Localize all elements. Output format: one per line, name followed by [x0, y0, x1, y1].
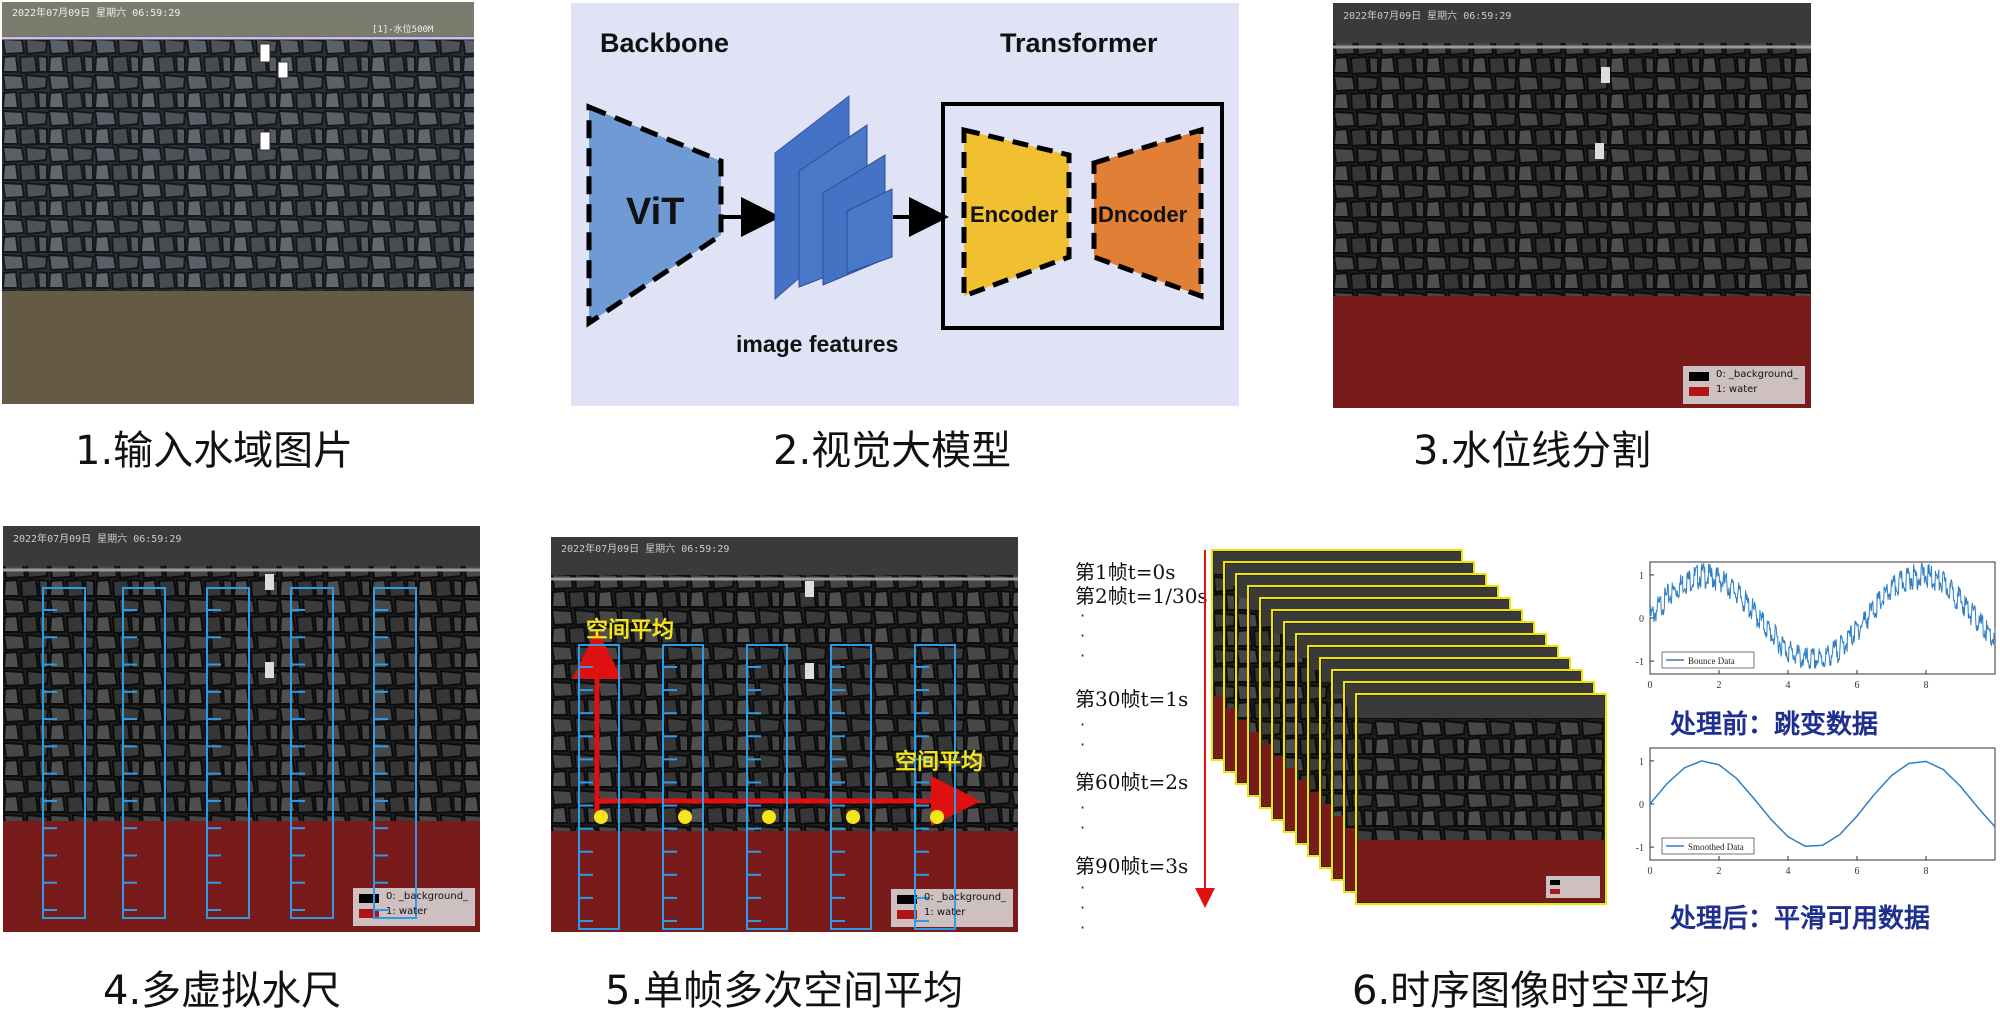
average-point-5 — [930, 810, 944, 824]
seg-legend-background: 0: _background_ — [1716, 369, 1799, 380]
legend-label: Smoothed Data — [1688, 842, 1744, 852]
y-tick-label: 1 — [1639, 757, 1644, 768]
average-point-4 — [846, 810, 860, 824]
x-tick-label: 6 — [1855, 680, 1860, 691]
spatial-legend-background: 0: _background_ — [924, 892, 1007, 903]
virtual-ruler-1 — [42, 587, 86, 919]
caption-temporal: 6.时序图像时空平均 — [1352, 968, 1711, 1014]
seg-timestamp: 2022年07月09日 星期六 06:59:29 — [1343, 11, 1512, 22]
virtual-ruler-3 — [746, 644, 788, 930]
average-point-3 — [762, 810, 776, 824]
frame-label-60: 第60帧t=2s — [1075, 770, 1189, 794]
spatial-timestamp: 2022年07月09日 星期六 06:59:29 — [561, 544, 730, 555]
segmentation-photo-svg — [1333, 3, 1811, 408]
x-tick-label: 0 — [1648, 680, 1653, 691]
frame-label-1: 第1帧t=0s — [1075, 560, 1176, 584]
x-tick-label: 2 — [1717, 866, 1722, 877]
x-tick-label: 4 — [1786, 680, 1791, 691]
frame-dots-2: ·· — [1080, 715, 1086, 754]
model-diagram-svg — [586, 94, 1224, 330]
horizontal-average-label: 空间平均 — [895, 750, 984, 775]
decoder-label: Dncoder — [1098, 202, 1188, 227]
virtual-ruler-2 — [662, 644, 704, 930]
transformer-label: Transformer — [1000, 28, 1158, 58]
spatial-legend-water: 1: water — [924, 907, 966, 918]
rulers-legend-water: 1: water — [386, 906, 428, 917]
vit-label: ViT — [626, 191, 685, 233]
transformer-box — [941, 102, 1224, 330]
video-frame-13 — [1355, 693, 1607, 905]
input-photo-svg — [2, 2, 474, 404]
virtual-ruler-4 — [290, 587, 334, 919]
image-features-label: image features — [736, 331, 899, 357]
y-tick-label: 0 — [1639, 614, 1644, 625]
rulers-timestamp: 2022年07月09日 星期六 06:59:29 — [13, 534, 182, 545]
rulers-legend-background: 0: _background_ — [386, 891, 469, 902]
x-tick-label: 8 — [1924, 866, 1929, 877]
chart-legend — [1661, 837, 1755, 855]
x-tick-label: 2 — [1717, 680, 1722, 691]
chart-legend — [1661, 651, 1755, 669]
photo-timestamp: 2022年07月09日 星期六 06:59:29 — [12, 8, 181, 19]
frame-dots-1: ··· — [1080, 606, 1086, 665]
virtual-ruler-4 — [830, 644, 872, 930]
y-tick-label: 0 — [1639, 800, 1644, 811]
caption-model: 2.视觉大模型 — [773, 428, 1012, 474]
frame-label-2: 第2帧t=1/30s — [1075, 584, 1208, 608]
encoder-label: Encoder — [970, 202, 1059, 227]
caption-spatial-average: 5.单帧多次空间平均 — [605, 968, 964, 1014]
photo-site-tag: [1]-水位500M — [372, 25, 434, 35]
spatial-average-svg — [551, 537, 1018, 932]
feature-map-4 — [846, 188, 893, 274]
x-tick-label: 4 — [1786, 866, 1791, 877]
series-line — [1649, 562, 1996, 669]
average-point-1 — [594, 810, 608, 824]
frame-label-90: 第90帧t=3s — [1075, 854, 1189, 878]
seg-legend-water: 1: water — [1716, 384, 1758, 395]
virtual-ruler-3 — [206, 587, 250, 919]
decoder-trapezoid — [1091, 126, 1204, 300]
backbone-label: Backbone — [600, 28, 730, 58]
x-tick-label: 0 — [1648, 866, 1653, 877]
frame-dots-4: ··· — [1080, 878, 1086, 937]
virtual-ruler-2 — [122, 587, 166, 919]
average-point-2 — [678, 810, 692, 824]
y-tick-label: -1 — [1636, 657, 1644, 668]
x-tick-label: 8 — [1924, 680, 1929, 691]
virtual-ruler-5 — [373, 587, 417, 919]
legend-label: Bounce Data — [1688, 656, 1735, 666]
y-tick-label: 1 — [1639, 571, 1644, 582]
virtual-rulers-photo: 2022年07月09日 星期六 06:59:29 0: _background_… — [3, 526, 480, 932]
spatial-average-photo: 2022年07月09日 星期六 06:59:29 0: _background_… — [551, 537, 1018, 932]
y-tick-label: -1 — [1636, 843, 1644, 854]
caption-input-photo: 1.输入水域图片 — [75, 428, 354, 474]
vertical-average-label: 空间平均 — [586, 618, 675, 643]
x-tick-label: 6 — [1855, 866, 1860, 877]
segmentation-photo: 2022年07月09日 星期六 06:59:29 0: _background_… — [1333, 3, 1811, 408]
caption-segmentation: 3.水位线分割 — [1413, 428, 1652, 474]
virtual-ruler-1 — [578, 644, 620, 930]
frame-dots-3: ·· — [1080, 798, 1086, 837]
after-processing-label: 处理后：平滑可用数据 — [1670, 904, 1931, 934]
frame-stack-svg — [1195, 549, 1607, 908]
input-water-photo: 2022年07月09日 星期六 06:59:29 [1]-水位500M — [2, 2, 474, 404]
virtual-ruler-5 — [914, 644, 956, 930]
caption-virtual-rulers: 4.多虚拟水尺 — [103, 968, 342, 1014]
before-processing-label: 处理前：跳变数据 — [1670, 710, 1879, 740]
vit-trapezoid — [586, 103, 724, 328]
series-line — [1649, 760, 1996, 847]
encoder-trapezoid — [961, 126, 1072, 300]
virtual-rulers-svg — [3, 526, 480, 932]
frame-legend — [1546, 876, 1600, 898]
frame-label-30: 第30帧t=1s — [1075, 687, 1189, 711]
